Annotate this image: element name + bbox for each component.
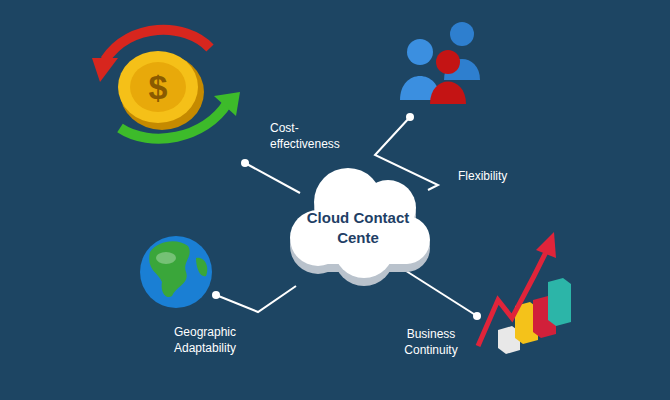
cloud-node: Cloud Contact Cente [278, 150, 438, 290]
feature-label: Geographic Adaptability [150, 324, 260, 356]
chart-icon [478, 232, 571, 354]
coin-icon: $ [92, 30, 240, 139]
feature-label: Business Continuity [386, 326, 476, 358]
node-title: Cloud Contact Cente [288, 208, 428, 248]
people-icon [400, 22, 480, 104]
leader-dots [212, 113, 481, 320]
leader-lines [216, 117, 477, 316]
feature-label: Flexibility [458, 168, 548, 184]
feature-label: Cost- effectiveness [270, 120, 360, 152]
globe-icon [140, 236, 212, 308]
svg-text:$: $ [149, 68, 168, 106]
